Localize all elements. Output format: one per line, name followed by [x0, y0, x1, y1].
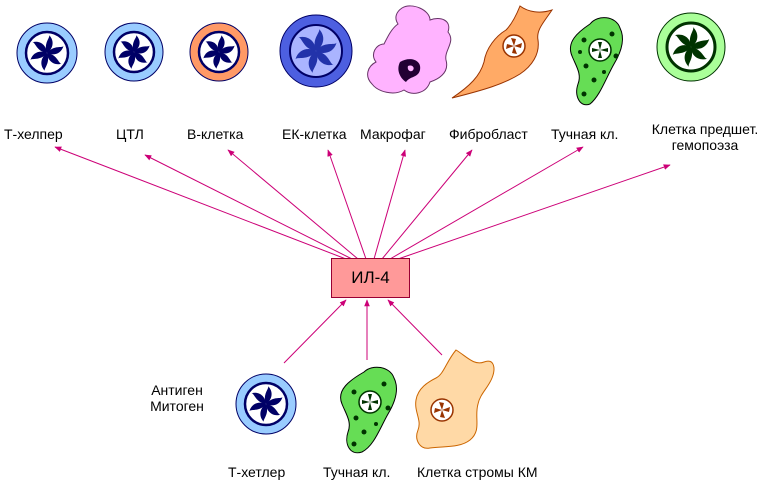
target-label-fib: Фибробласт: [449, 126, 528, 142]
target-label-prog-line1: Клетка предшет.: [651, 121, 759, 137]
target-label-prog-line2: гемопоэза: [671, 137, 739, 153]
target-label-b: В-клетка: [187, 126, 244, 142]
macrophage-icon: [367, 5, 452, 94]
stimuli-line1: Антиген: [151, 382, 203, 398]
source-arrows: [283, 299, 443, 364]
il4-label: ИЛ-4: [351, 268, 390, 287]
arrow-to-prog: [397, 164, 671, 260]
target-label-mast: Тучная кл.: [551, 126, 619, 142]
fibroblast-icon: [451, 5, 554, 99]
lymphocyte-icon: [279, 14, 353, 88]
source-label-stroma: Клетка стромы КМ: [417, 464, 538, 480]
target-label-nk: ЕК-клетка: [282, 126, 347, 142]
arrow-to-mast: [389, 146, 584, 260]
arrow-from-th-src: [283, 299, 347, 364]
arrow-to-nk: [327, 149, 367, 260]
target-label-ctl: ЦТЛ: [116, 126, 144, 142]
arrow-to-th: [54, 146, 347, 260]
lymphocyte-icon: [189, 22, 249, 82]
target-label-mac: Макрофаг: [360, 126, 426, 142]
source-label-mast: Тучная кл.: [323, 464, 391, 480]
arrow-to-fib: [381, 149, 473, 260]
arrow-to-b: [227, 149, 359, 260]
target-arrows: [54, 146, 671, 260]
lymphocyte-icon: [104, 22, 164, 82]
arrow-to-mac: [373, 149, 406, 260]
source-label-th: Т-хетлер: [228, 464, 286, 480]
progenitor-cell-icon: [656, 12, 726, 82]
lymphocyte-icon: [16, 22, 78, 84]
target-label-prog: Клетка предшет. гемопоэза: [642, 121, 768, 153]
mast-cell-icon: [340, 366, 397, 454]
stromal-cell-icon: [415, 349, 495, 449]
target-label-th: Т-хелпер: [4, 126, 63, 142]
il4-box: ИЛ-4: [331, 258, 410, 298]
mast-cell-icon: [570, 17, 623, 106]
arrow-from-stroma: [387, 299, 443, 356]
lymphocyte-icon: [235, 373, 297, 435]
stimuli-label: Антиген Митоген: [138, 382, 216, 414]
stimuli-line2: Митоген: [150, 398, 204, 414]
arrow-to-ctl: [144, 154, 353, 260]
